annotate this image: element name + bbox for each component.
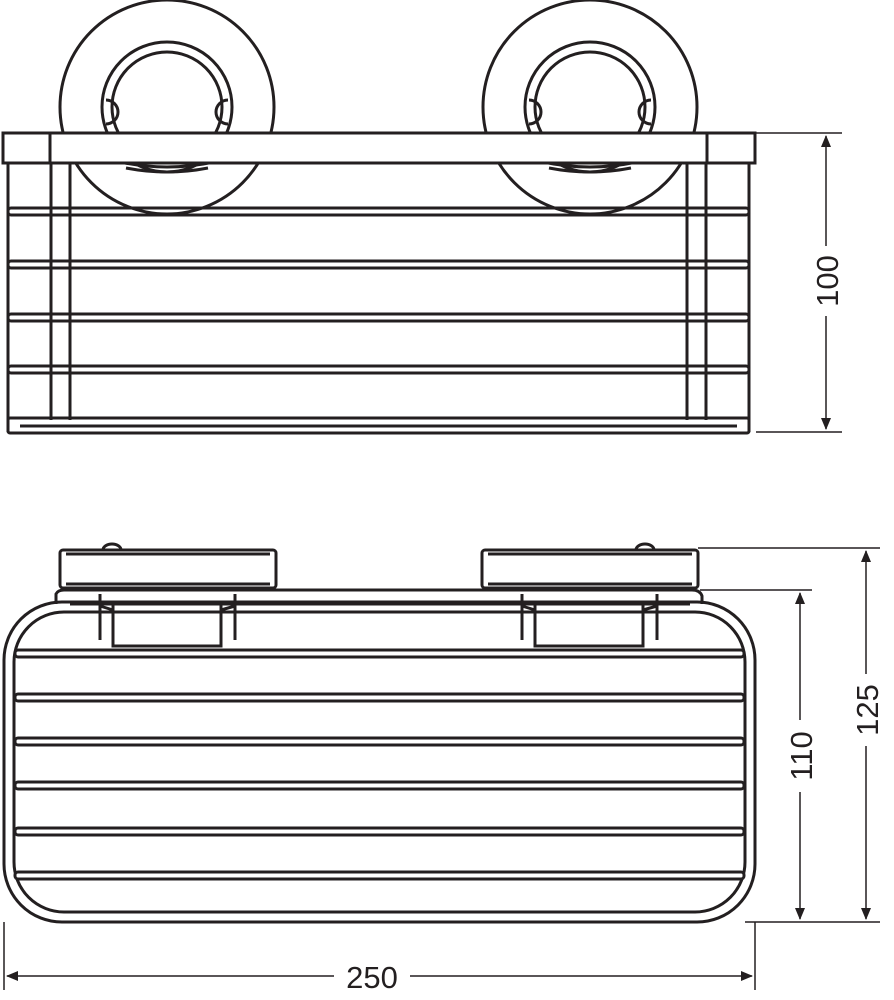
width-label: 250 [346,960,398,995]
front-view [1,0,757,435]
basket-top-outline [2,600,757,924]
suction-cup-right [481,0,699,216]
front-wires [6,206,751,375]
dimension-width: 250 [3,922,756,995]
dimension-total-depth: 125 [698,547,885,923]
top-rail [1,131,757,165]
total-depth-label: 125 [850,684,885,736]
top-view [2,542,757,924]
suction-cup-left [58,0,276,216]
mount-plate-right [480,542,700,590]
mount-plate-left [58,542,278,590]
dimension-front-height: 100 [756,132,845,433]
top-wires [13,648,746,881]
dimension-inner-depth: 110 [700,589,819,923]
front-height-label: 100 [810,255,845,307]
front-bottom-rail [6,416,751,435]
inner-depth-label: 110 [784,731,819,780]
